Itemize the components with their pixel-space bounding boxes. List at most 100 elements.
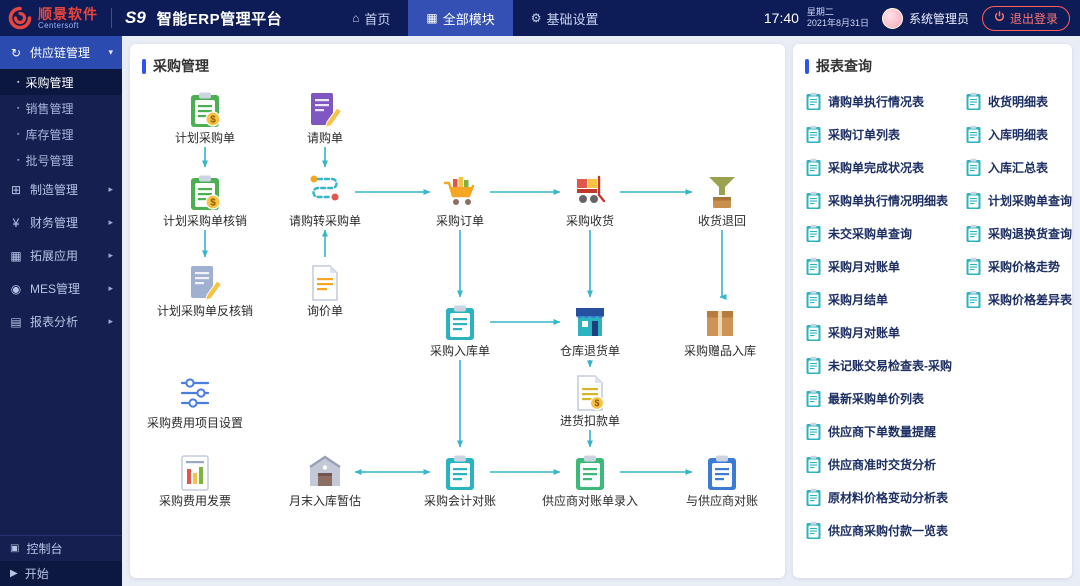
flow-node-17[interactable]: 供应商对账单录入 (535, 450, 645, 509)
doc-pen-icon (270, 87, 380, 129)
report-clipboard-icon (805, 257, 822, 276)
report-link-0-1[interactable]: 采购订单列表 (805, 118, 957, 151)
report-link-1-2[interactable]: 入库汇总表 (965, 151, 1072, 184)
brand-subtitle: Centersoft (38, 20, 79, 30)
report-link-0-12[interactable]: 原材料价格变动分析表 (805, 481, 957, 514)
sidebar-item-0-0[interactable]: ▪采购管理 (0, 69, 122, 95)
report-link-0-13[interactable]: 供应商采购付款一览表 (805, 514, 957, 547)
sliders-icon (140, 372, 250, 414)
flow-node-4[interactable]: 采购订单 (405, 170, 515, 229)
top-nav-item-0[interactable]: ⌂首页 (352, 11, 391, 27)
report-clipboard-icon (805, 290, 822, 309)
flow-node-1[interactable]: 请购单 (270, 87, 380, 146)
sidebar-group-4[interactable]: ◉MES管理▸ (10, 281, 113, 297)
sidebar-group-0[interactable]: ↻供应链管理▾ (0, 36, 122, 69)
divider (111, 8, 112, 28)
report-link-0-0[interactable]: 请购单执行情况表 (805, 85, 957, 118)
logout-button[interactable]: 退出登录 (981, 5, 1070, 31)
flow-node-14[interactable]: 采购费用发票 (140, 450, 250, 509)
clock: 17:40 星期二 2021年8月31日 (764, 7, 869, 30)
flow-node-7[interactable]: 计划采购单反核销 (150, 260, 260, 319)
clock-weekday: 星期二 (806, 6, 834, 17)
chevron-down-icon: ▾ (108, 47, 113, 57)
sidebar-footer: ▣控制台 ▶开始 (0, 535, 122, 586)
report-link-0-6[interactable]: 采购月结单 (805, 283, 957, 316)
sidebar-item-0-2[interactable]: ▪库存管理 (17, 127, 74, 142)
report-link-1-4[interactable]: 采购退换货查询 (965, 217, 1072, 250)
apps-icon: ▦ (10, 248, 22, 263)
flow-node-13[interactable]: 采购费用项目设置 (140, 372, 250, 431)
brand: 顺景软件 Centersoft S9 智能ERP管理平台 (8, 6, 282, 30)
report-list: 请购单执行情况表采购订单列表采购单完成状况表采购单执行情况明细表未交采购单查询采… (805, 85, 1072, 547)
topbar: 顺景软件 Centersoft S9 智能ERP管理平台 ⌂首页 ▦全部模块 ⚙基础… (0, 0, 1080, 36)
sidebar-item-0-1[interactable]: ▪销售管理 (17, 101, 74, 116)
report-link-0-7[interactable]: 采购月对账单 (805, 316, 957, 349)
submenu-bullet-icon: ▪ (17, 78, 20, 86)
report-link-1-1[interactable]: 入库明细表 (965, 118, 1072, 151)
report-link-0-11[interactable]: 供应商准时交货分析 (805, 448, 957, 481)
flow-node-15[interactable]: 月末入库暂估 (270, 450, 380, 509)
sidebar-menu: ↻供应链管理▾▪采购管理 ▪销售管理 ▪库存管理 ▪批号管理 ⊞制造管理▸ ¥财务管理▸ ▦… (0, 36, 122, 535)
flow-node-18[interactable]: 与供应商对账 (667, 450, 777, 509)
report-clipboard-icon (805, 521, 822, 540)
report-clipboard-icon (805, 323, 822, 342)
report-column-1: 收货明细表入库明细表入库汇总表计划采购单查询采购退换货查询采购价格走势采购价格差… (965, 85, 1072, 547)
console-button[interactable]: ▣控制台 (10, 542, 63, 556)
start-button[interactable]: ▶开始 (0, 561, 122, 586)
brand-name: 顺景软件 (38, 5, 98, 22)
report-link-0-2[interactable]: 采购单完成状况表 (805, 151, 957, 184)
report-link-0-5[interactable]: 采购月对账单 (805, 250, 957, 283)
flow-node-12[interactable]: $进货扣款单 (535, 370, 645, 429)
report-link-0-4[interactable]: 未交采购单查询 (805, 217, 957, 250)
sidebar-group-1[interactable]: ⊞制造管理▸ (10, 182, 113, 198)
sidebar-group-2[interactable]: ¥财务管理▸ (0, 206, 122, 239)
top-nav-item-2[interactable]: ⚙基础设置 (530, 11, 599, 27)
doc-icon: $ (535, 370, 645, 412)
brand-logo-icon (8, 6, 32, 30)
platform-title: 智能ERP管理平台 (156, 10, 283, 28)
report-link-0-9[interactable]: 最新采购单价列表 (805, 382, 957, 415)
sidebar-item-0-3[interactable]: ▪批号管理 (17, 153, 74, 168)
reports-panel: 报表查询 请购单执行情况表采购订单列表采购单完成状况表采购单执行情况明细表未交采… (793, 44, 1072, 578)
report-link-0-8[interactable]: 未记账交易检查表-采购 (805, 349, 957, 382)
report-link-1-6[interactable]: 采购价格差异表 (965, 283, 1072, 316)
route-icon (270, 170, 380, 212)
flow-node-6[interactable]: 收货退回 (667, 170, 777, 229)
top-nav: ⌂首页 ▦全部模块 ⚙基础设置 (334, 0, 616, 36)
top-nav-item-1[interactable]: ▦全部模块 (408, 0, 513, 36)
report-link-0-3[interactable]: 采购单执行情况明细表 (805, 184, 957, 217)
flow-node-10[interactable]: 仓库退货单 (535, 300, 645, 359)
clock-date: 2021年8月31日 (806, 18, 869, 28)
flow-node-8[interactable]: 询价单 (270, 260, 380, 319)
report-clipboard-icon (965, 257, 982, 276)
purchase-flow-panel: 采购管理 $计划采购单请购单$计划采购单核销请购转采购单采购订单采购收货收货退回… (130, 44, 785, 578)
submenu-bullet-icon: ▪ (17, 104, 20, 112)
product-logo: S9 (125, 8, 146, 27)
settings-icon: ⚙ (530, 11, 542, 25)
flow-node-11[interactable]: 采购赠品入库 (665, 300, 775, 359)
report-column-0: 请购单执行情况表采购订单列表采购单完成状况表采购单执行情况明细表未交采购单查询采… (805, 85, 957, 547)
report-link-0-10[interactable]: 供应商下单数量提醒 (805, 415, 957, 448)
sidebar-group-3[interactable]: ▦拓展应用▸ (10, 248, 113, 264)
sidebar: ↻供应链管理▾▪采购管理 ▪销售管理 ▪库存管理 ▪批号管理 ⊞制造管理▸ ¥财务管理▸ ▦… (0, 36, 122, 586)
flow-node-5[interactable]: 采购收货 (535, 170, 645, 229)
report-link-1-0[interactable]: 收货明细表 (965, 85, 1072, 118)
svg-text:$: $ (210, 198, 216, 209)
sidebar-group-5[interactable]: ▤报表分析▸ (10, 314, 113, 330)
user-menu[interactable]: 系统管理员 (881, 7, 969, 29)
flow-node-0[interactable]: $计划采购单 (150, 87, 260, 146)
flow-node-2[interactable]: $计划采购单核销 (150, 170, 260, 229)
flow-node-16[interactable]: 采购会计对账 (405, 450, 515, 509)
finance-icon: ¥ (12, 215, 20, 230)
flow-node-3[interactable]: 请购转采购单 (270, 170, 380, 229)
user-name: 系统管理员 (908, 11, 969, 26)
report-clipboard-icon (805, 356, 822, 375)
report-clipboard-icon (805, 92, 822, 111)
report-link-1-3[interactable]: 计划采购单查询 (965, 184, 1072, 217)
report-clipboard-icon (965, 92, 982, 111)
report-link-1-5[interactable]: 采购价格走势 (965, 250, 1072, 283)
power-icon (994, 11, 1005, 25)
warehouse-icon (270, 450, 380, 492)
flow-node-9[interactable]: 采购入库单 (405, 300, 515, 359)
